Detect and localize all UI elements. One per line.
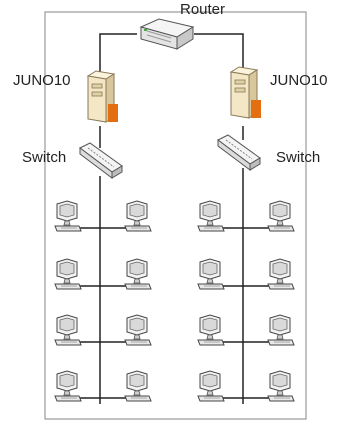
right-server-icon [229, 66, 261, 119]
left-switch-label: Switch [22, 149, 67, 166]
left-workstation-icon [54, 370, 82, 402]
right-workstation-icon [197, 370, 225, 402]
workstation-group [54, 200, 295, 402]
left-workstation-icon [54, 258, 82, 290]
right-workstation-icon [197, 258, 225, 290]
right-switch-icon [217, 134, 261, 171]
link-router-left-server [99, 33, 137, 72]
left-server-icon [86, 70, 118, 123]
diagram-frame [44, 11, 307, 420]
right-workstation-icon [267, 370, 295, 402]
left-workstation-icon [54, 314, 82, 346]
link-router-right-server [194, 33, 244, 72]
left-workstation-icon [124, 314, 152, 346]
right-server-label: JUNO10 [270, 72, 328, 89]
left-workstation-icon [124, 258, 152, 290]
right-workstation-icon [197, 200, 225, 232]
right-workstation-icon [267, 200, 295, 232]
left-server-label: JUNO10 [13, 72, 71, 89]
router-label: Router [180, 1, 226, 18]
router-icon [139, 18, 195, 50]
right-switch-label: Switch [276, 149, 321, 166]
right-workstation-icon [267, 314, 295, 346]
left-workstation-icon [54, 200, 82, 232]
right-workstation-icon [267, 258, 295, 290]
right-workstation-icon [197, 314, 225, 346]
left-workstation-icon [124, 370, 152, 402]
left-workstation-icon [124, 200, 152, 232]
left-switch-icon [79, 142, 123, 179]
